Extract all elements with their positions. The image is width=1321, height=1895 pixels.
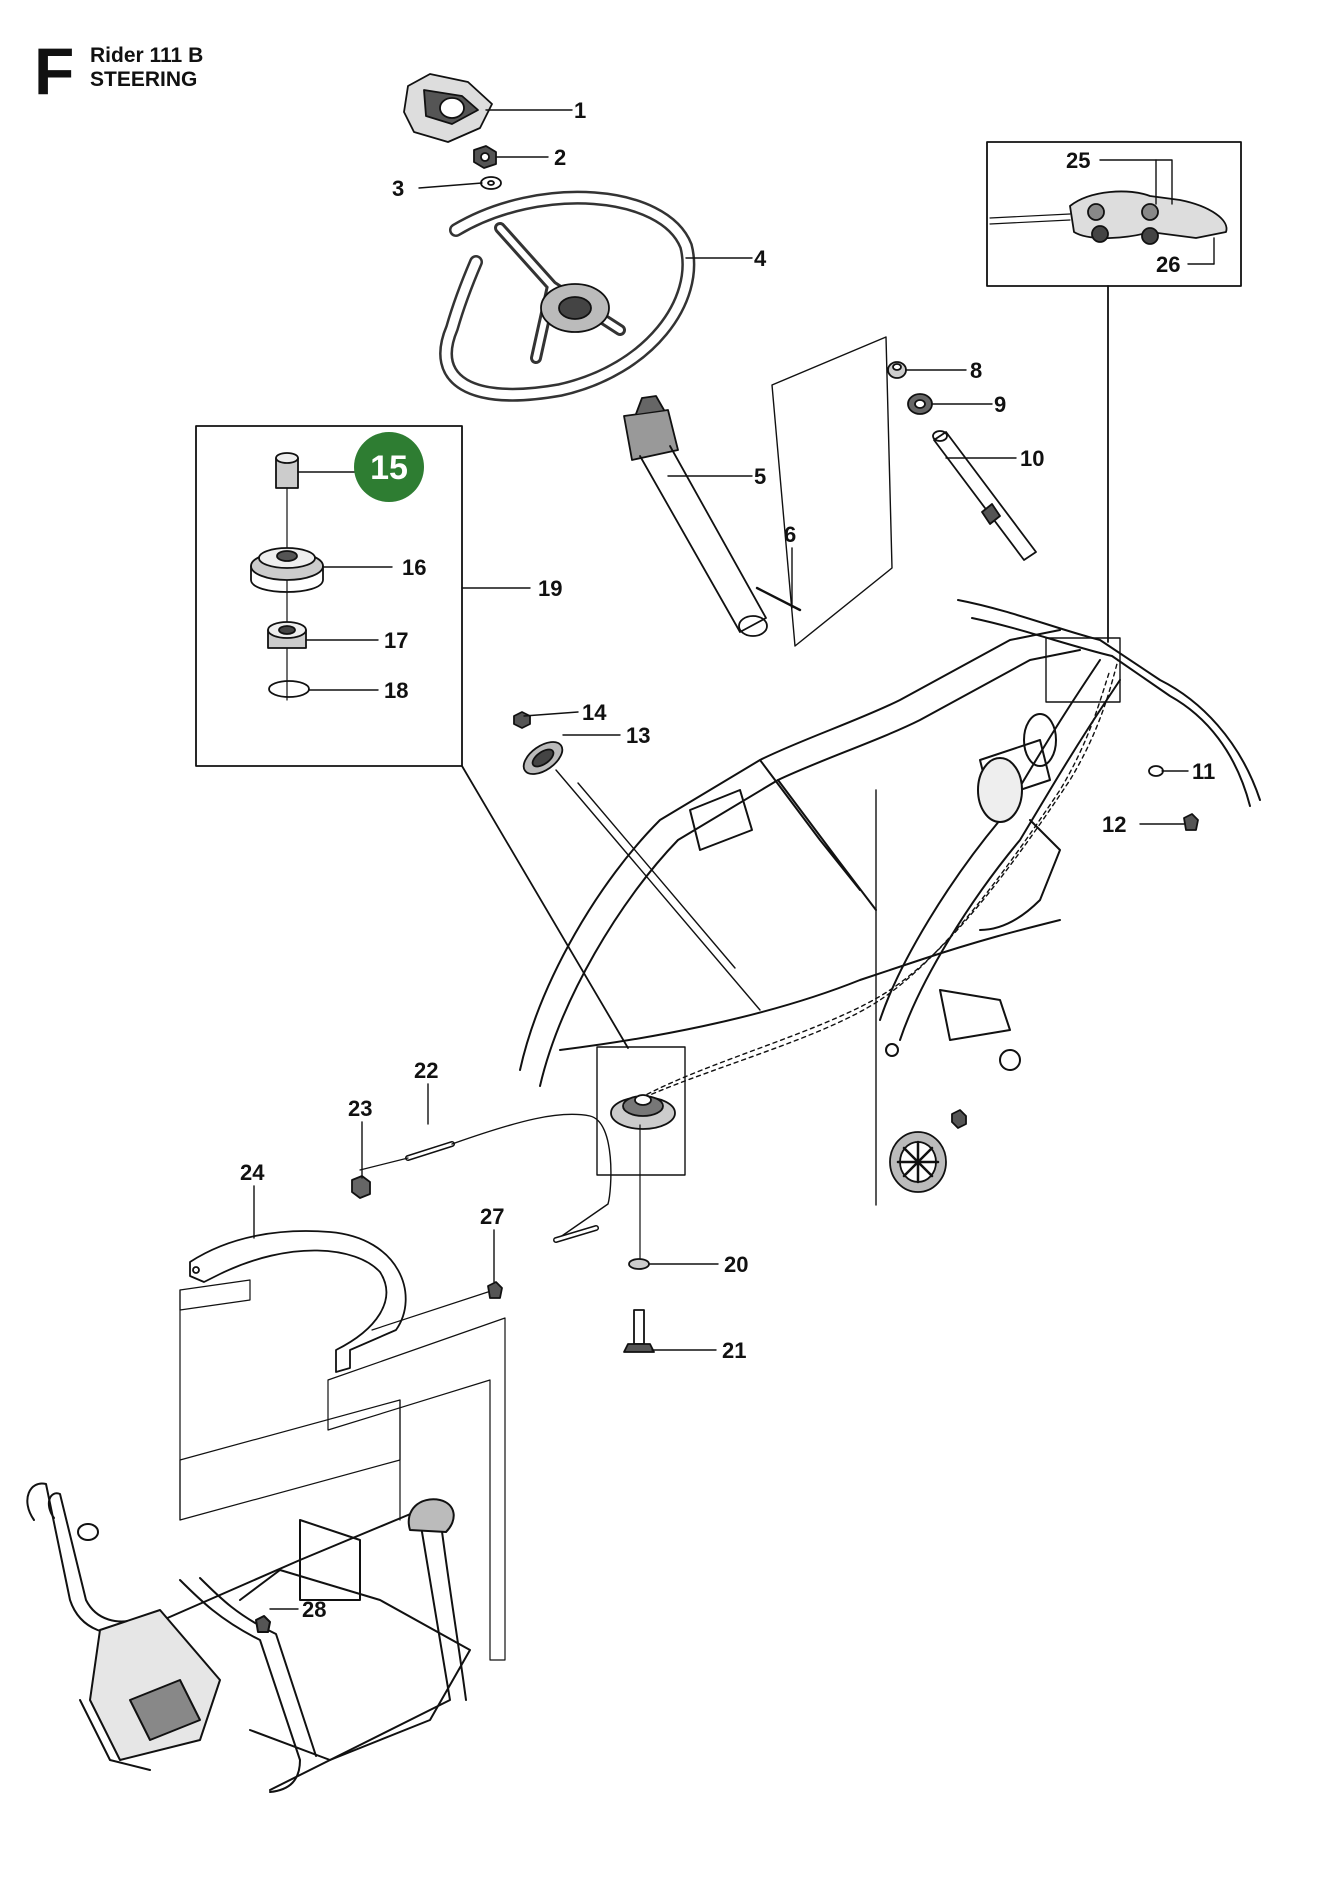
mounting-bracket-part-24 (189, 1230, 407, 1373)
callout-2[interactable]: 2 (554, 145, 566, 170)
frame-detail-box-rear (1045, 637, 1121, 703)
cable-detail-inset (989, 190, 1228, 245)
callout-26[interactable]: 26 (1156, 252, 1180, 277)
bumper-projection-shape (327, 1317, 506, 1661)
bolt-part-12 (1183, 813, 1199, 831)
pulley-part-13 (522, 741, 564, 775)
callout-25[interactable]: 25 (1066, 148, 1090, 173)
shaft-projection-panel (771, 336, 893, 647)
highlighted-part-badge[interactable] (354, 432, 424, 502)
steering-wheel-part (439, 190, 696, 402)
section-letter: F (34, 34, 75, 108)
callout-27[interactable]: 27 (480, 1204, 504, 1229)
callout-13[interactable]: 13 (626, 723, 650, 748)
callout-24[interactable]: 24 (240, 1160, 265, 1185)
section-title: STEERING (90, 68, 198, 91)
front-wheel-hub (889, 1109, 967, 1193)
callout-22[interactable]: 22 (414, 1058, 438, 1083)
tractor-frame (519, 599, 1261, 1087)
washer-part-20 (628, 1258, 650, 1270)
callout-28[interactable]: 28 (302, 1597, 326, 1622)
model-title: Rider 111 B (90, 44, 204, 67)
callout-12[interactable]: 12 (1102, 812, 1126, 837)
callout-14[interactable]: 14 (582, 700, 607, 725)
nut-part-14 (513, 711, 531, 729)
nut-part-2 (473, 145, 497, 169)
inset-leader-19 (461, 765, 629, 1049)
callout-5[interactable]: 5 (754, 464, 766, 489)
callout-20[interactable]: 20 (724, 1252, 748, 1277)
diagram-header: F Rider 111 B STEERING (34, 36, 334, 106)
callout-23[interactable]: 23 (348, 1096, 372, 1121)
callout-21[interactable]: 21 (722, 1338, 746, 1363)
steering-cable-part-22 (359, 1113, 612, 1243)
bolt-27-leader (371, 1289, 495, 1331)
pulley-leader (555, 769, 761, 1011)
nut-part-23 (351, 1175, 371, 1199)
callout-3[interactable]: 3 (392, 176, 404, 201)
bracket-projection-panel (179, 1279, 251, 1311)
bearing-part-17 (267, 621, 307, 649)
bushing-part-8 (887, 361, 907, 379)
inset-box-pulley-kit (195, 425, 463, 767)
washer-part-11 (1148, 765, 1164, 777)
bearing-part-9 (907, 393, 933, 415)
callout-16[interactable]: 16 (402, 555, 426, 580)
front-bumper-assembly (26, 1482, 471, 1793)
column-pulley (610, 1094, 676, 1130)
callout-10[interactable]: 10 (1020, 446, 1044, 471)
inset-box-cable-detail (986, 141, 1242, 287)
bolt-part-21 (623, 1309, 655, 1353)
bolt-part-27 (487, 1281, 503, 1299)
column-leader (577, 782, 736, 969)
callout-6[interactable]: 6 (784, 522, 796, 547)
washer-part-3 (480, 176, 502, 190)
callout-leaders (253, 109, 1215, 1610)
callout-11[interactable]: 11 (1192, 759, 1215, 784)
steering-column-part (623, 395, 768, 637)
circlip-part-18 (268, 680, 310, 698)
callout-8[interactable]: 8 (970, 358, 982, 383)
callout-1[interactable]: 1 (574, 98, 586, 123)
pin-part-6 (755, 586, 802, 612)
callout-17[interactable]: 17 (384, 628, 408, 653)
bracket-projection-shape (179, 1399, 401, 1521)
pulley-part-16 (250, 547, 324, 593)
steering-shaft-part-10 (932, 430, 1037, 561)
spacer-part-15 (275, 452, 299, 489)
steering-cap-part (403, 73, 493, 143)
steering-cable-paths (629, 659, 1119, 1105)
callout-19[interactable]: 19 (538, 576, 562, 601)
callout-9[interactable]: 9 (994, 392, 1006, 417)
callout-15[interactable]: 15 (370, 449, 408, 487)
frame-detail-box-front (596, 1046, 686, 1176)
callout-18[interactable]: 18 (384, 678, 408, 703)
callout-4[interactable]: 4 (754, 246, 767, 271)
